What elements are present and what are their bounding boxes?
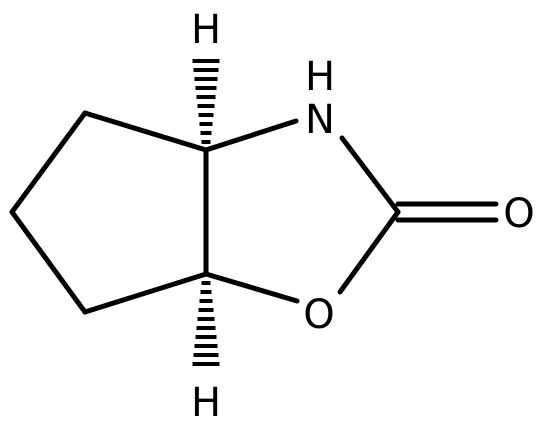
hashed-wedge-top	[192, 59, 220, 144]
bond-n-c2	[339, 135, 401, 215]
atom-n: N	[305, 97, 335, 143]
bond-c3a-n	[203, 118, 299, 153]
atom-nh-h: H	[305, 54, 335, 100]
atom-o-ring: O	[303, 292, 334, 338]
bond-c5-c6	[9, 209, 88, 315]
atom-h-bottom: H	[191, 380, 221, 426]
hashed-wedge-bottom	[192, 281, 220, 366]
bond-c3a-c4	[82, 110, 209, 153]
atom-h-top: H	[191, 7, 221, 53]
bond-c2-o-ring	[337, 209, 401, 295]
bond-c6-c6a	[82, 271, 209, 315]
bond-o-ring-c6a	[203, 271, 300, 304]
bond-c4-c5	[9, 110, 88, 215]
atom-o-carbonyl: O	[503, 191, 534, 237]
